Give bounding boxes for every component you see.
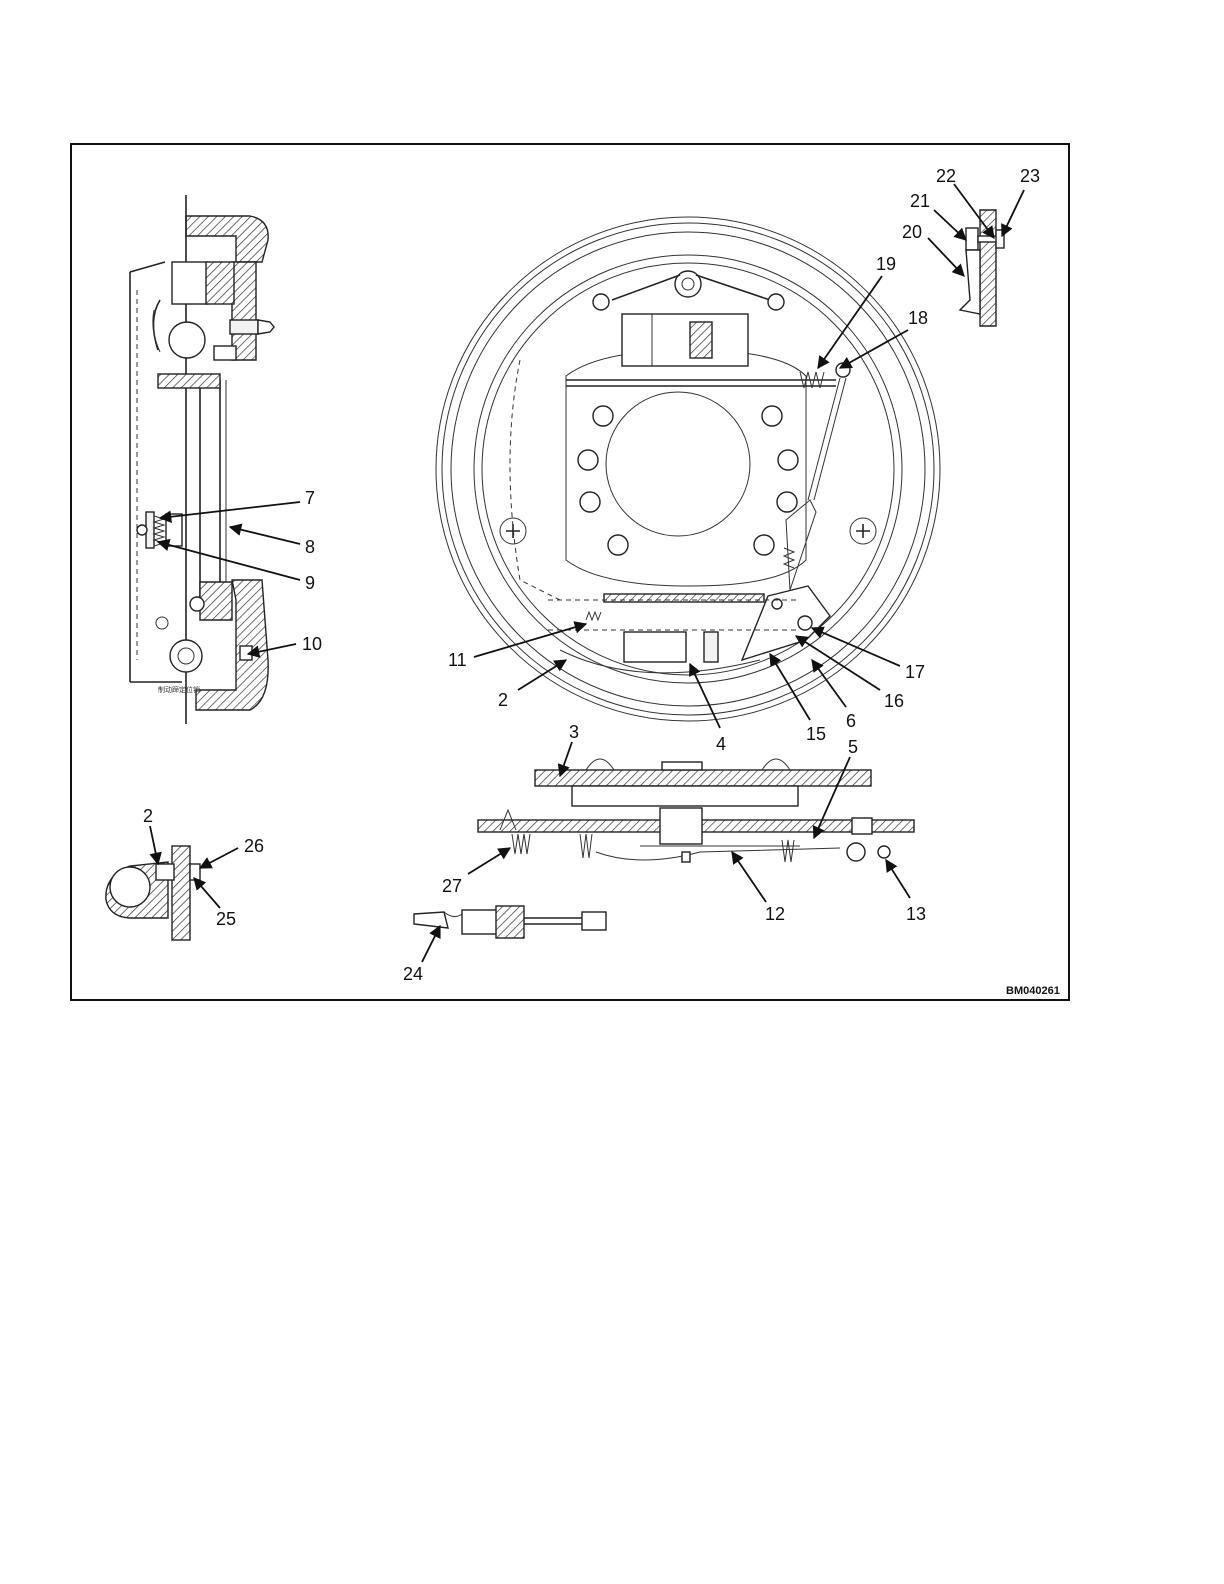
anchor-detail-view xyxy=(106,846,200,940)
pin-detail-view xyxy=(960,210,1004,326)
callout-10: 10 xyxy=(302,634,322,654)
callout-labels: 7 8 9 10 11 2 4 15 6 16 17 18 19 20 21 2… xyxy=(143,166,1040,984)
brake-cable xyxy=(414,906,606,938)
callout-26: 26 xyxy=(244,836,264,856)
callout-21: 21 xyxy=(910,191,930,211)
callout-16: 16 xyxy=(884,691,904,711)
callout-17: 17 xyxy=(905,662,925,682)
callout-18: 18 xyxy=(908,308,928,328)
callout-13: 13 xyxy=(906,904,926,924)
side-section-view: 制动蹄定位销 xyxy=(130,195,274,724)
callout-15: 15 xyxy=(806,724,826,744)
callout-9: 9 xyxy=(305,573,315,593)
callout-5: 5 xyxy=(848,737,858,757)
callout-20: 20 xyxy=(902,222,922,242)
callout-2-drum: 2 xyxy=(498,690,508,710)
callout-3: 3 xyxy=(569,722,579,742)
parking-lever-section xyxy=(478,759,914,862)
chinese-caption: 制动蹄定位销 xyxy=(158,685,200,694)
callout-22: 22 xyxy=(936,166,956,186)
callout-8: 8 xyxy=(305,537,315,557)
callout-12: 12 xyxy=(765,904,785,924)
callout-4: 4 xyxy=(716,734,726,754)
callout-24: 24 xyxy=(403,964,423,984)
callout-7: 7 xyxy=(305,488,315,508)
callout-25: 25 xyxy=(216,909,236,929)
callout-2-detail: 2 xyxy=(143,806,153,826)
callout-23: 23 xyxy=(1020,166,1040,186)
callout-11: 11 xyxy=(448,650,467,670)
callout-27: 27 xyxy=(442,876,462,896)
callout-19: 19 xyxy=(876,254,896,274)
callout-6: 6 xyxy=(846,711,856,731)
figure-id: BM040261 xyxy=(1006,985,1060,997)
